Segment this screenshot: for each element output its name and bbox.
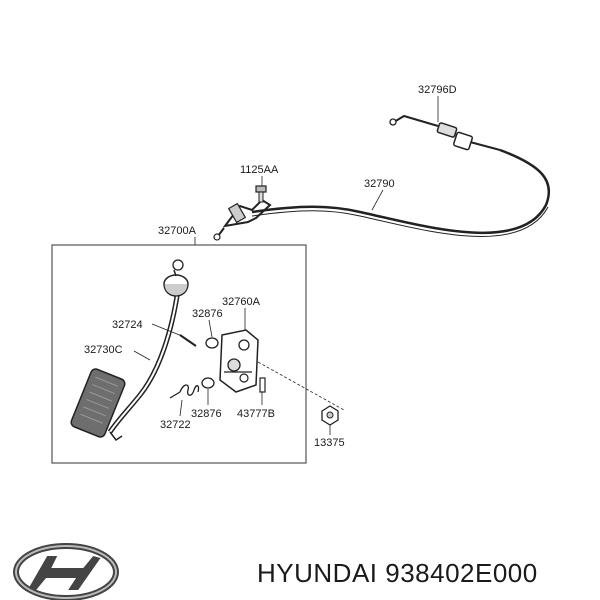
label-32790: 32790	[364, 178, 395, 190]
label-32722: 32722	[160, 419, 191, 431]
label-32760A: 32760A	[222, 296, 261, 308]
accelerator-cable	[251, 96, 551, 237]
pedal-assembly	[70, 259, 189, 442]
bushing-upper	[205, 319, 219, 349]
return-spring	[169, 384, 200, 417]
label-32700A: 32700A	[158, 225, 197, 237]
label-32876-lower: 32876	[191, 408, 222, 420]
label-32876-upper: 32876	[192, 308, 223, 320]
label-1125AA: 1125AA	[240, 164, 279, 176]
caption-brand-part-number: HYUNDAI 938402E000	[257, 558, 538, 588]
assembly-frame	[51, 244, 307, 464]
hyundai-logo	[13, 543, 119, 600]
bushing-lower	[201, 377, 215, 405]
nut	[257, 361, 345, 435]
label-32724: 32724	[112, 319, 143, 331]
label-32730C: 32730C	[84, 344, 123, 356]
label-43777B: 43777B	[237, 408, 275, 420]
cable-bracket	[213, 176, 384, 241]
label-13375: 13375	[314, 437, 345, 449]
pedal-pin	[151, 323, 197, 347]
pedal-bracket	[219, 308, 259, 393]
label-32796D: 32796D	[418, 84, 457, 96]
stopper	[259, 377, 266, 405]
